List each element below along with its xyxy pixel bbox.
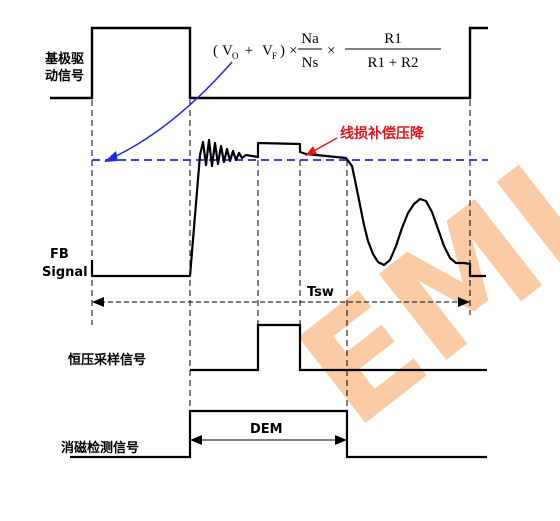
tsw-arrow-left (92, 297, 104, 307)
fb-label-line2: Signal (42, 265, 88, 280)
line-loss-arrowhead (305, 146, 317, 156)
formula-times-2: × (327, 43, 335, 59)
base-drive-label-line1: 基极驱 (44, 51, 84, 67)
formula-vo: V (222, 43, 233, 59)
dem-label: DEM (250, 422, 283, 437)
line-loss-arrow (311, 137, 338, 153)
formula-r1-r2: R1 + R2 (368, 55, 419, 71)
cv-sample-label: 恒压采样信号 (68, 352, 146, 368)
formula-vf: V (262, 43, 273, 59)
line-loss-label: 线损补偿压降 (340, 125, 425, 142)
demag-waveform (70, 409, 487, 459)
formula-plus: + (241, 43, 257, 59)
tsw-arrow-right (458, 297, 470, 307)
formula-r1: R1 (384, 31, 402, 47)
formula-times-1: × (289, 43, 297, 59)
tsw-label: Tsw (307, 285, 334, 300)
formula-paren-close: ) (280, 43, 285, 59)
demag-label: 消磁检测信号 (61, 440, 139, 456)
base-drive-waveform (50, 26, 488, 100)
formula-vf-sub: F (272, 51, 277, 61)
formula-na: Na (301, 31, 319, 47)
dem-arrow-right (335, 435, 347, 445)
formula-pointer-arrowhead (104, 151, 118, 162)
dem-arrow-left (190, 435, 202, 445)
formula-paren-open: ( (213, 43, 218, 59)
formula-vo-sub: O (232, 51, 239, 61)
formula-pointer-arrow (111, 61, 233, 159)
formula-ns: Ns (302, 55, 319, 71)
fb-signal-waveform (90, 138, 486, 278)
fb-label-line1: FB (50, 247, 69, 262)
vertical-guides (91, 100, 471, 420)
cv-sample-waveform (190, 323, 487, 372)
base-drive-label-line2: 动信号 (45, 68, 84, 84)
formula: ( V O + V F ) × Na Ns × R1 R1 + R2 (213, 31, 441, 71)
